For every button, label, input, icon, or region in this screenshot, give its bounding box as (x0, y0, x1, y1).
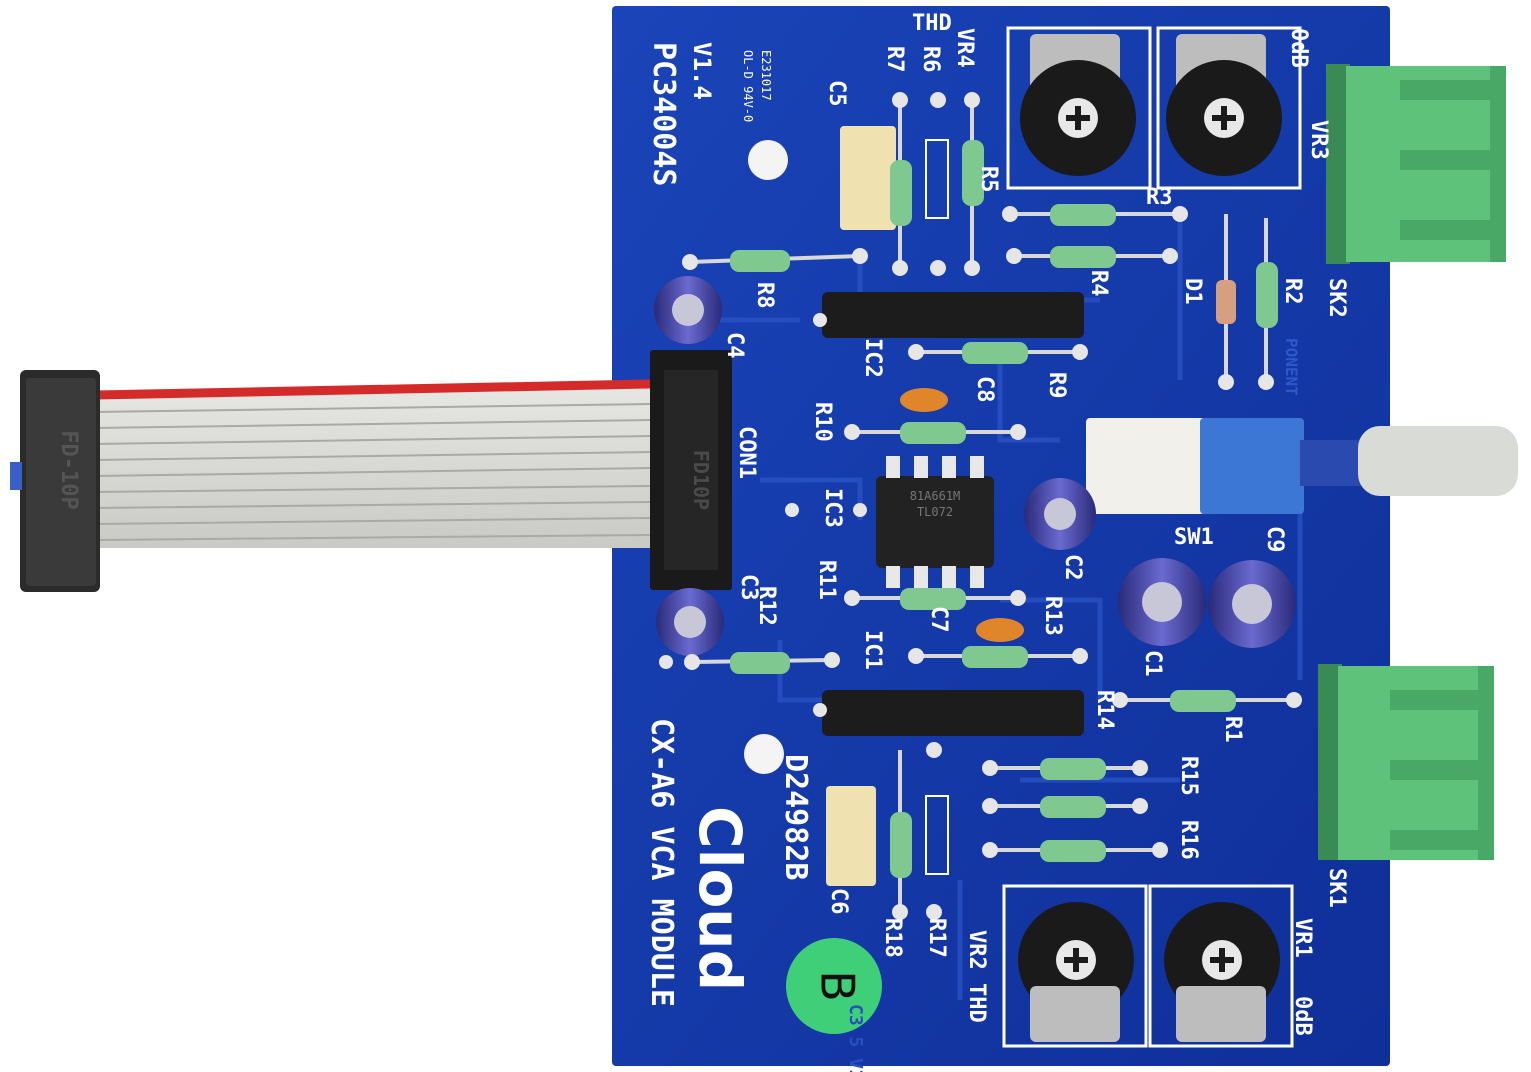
board-version: V1.4 (688, 42, 716, 100)
label-c8: C8 (972, 376, 997, 403)
plug-label: FD-10P (56, 430, 81, 509)
board-serial: D24982B (778, 754, 813, 880)
ic3-marking-2: TL072 (917, 505, 953, 519)
ceramic-capacitor-c8 (900, 388, 948, 412)
footprint-r6 (925, 139, 949, 219)
label-r14: R14 (1092, 690, 1117, 730)
ic2-chip (822, 292, 1084, 338)
board-title: CX-A6 VCA MODULE (644, 718, 679, 1007)
label-vr3: VR3 (1306, 120, 1331, 160)
ribbon-cable (94, 379, 651, 548)
label-r7: R7 (882, 46, 907, 73)
label-c9: C9 (1262, 526, 1287, 553)
brand-logo-text: Cloud (686, 806, 754, 991)
label-c6: C6 (826, 888, 851, 915)
cert-line-2: OL-D 94V-0 (741, 50, 755, 122)
label-r10: R10 (810, 402, 835, 442)
footprint-r17 (925, 795, 949, 875)
idc-plug: FD-10P (10, 370, 100, 592)
label-sw1: SW1 (1174, 525, 1214, 550)
capacitor-c4 (654, 276, 722, 344)
marker-sticker (786, 938, 882, 1034)
mounting-hole-bottom (744, 734, 784, 774)
label-r15: R15 (1176, 756, 1201, 796)
trimmer-vr1 (1148, 884, 1294, 1048)
ic3-chip: 81A661M TL072 (876, 456, 994, 588)
label-r8: R8 (752, 282, 777, 309)
label-sk2: SK2 (1324, 278, 1349, 318)
marker-letter: B (811, 970, 865, 1002)
label-thd-top: THD (912, 11, 952, 36)
capacitor-c3 (656, 588, 724, 656)
film-capacitor-c6 (826, 786, 876, 886)
con1-header: FD10P (650, 350, 732, 590)
label-c7: C7 (926, 606, 951, 633)
bottom-mark: C3 5 V1 (845, 1004, 866, 1072)
label-d1: D1 (1180, 278, 1205, 305)
label-ic3: IC3 (820, 488, 845, 528)
label-vr4: VR4 (952, 28, 977, 68)
label-r6: R6 (918, 46, 943, 73)
label-ic1: IC1 (860, 630, 885, 670)
ic3-marking-1: 81A661M (910, 489, 961, 503)
cert-line-1: E231017 (759, 50, 773, 101)
terminal-block-sk2 (1326, 64, 1506, 264)
diode-d1 (1216, 280, 1236, 324)
capacitor-c2 (1024, 478, 1096, 550)
capacitor-c1 (1118, 558, 1206, 646)
label-ponent: PONENT (1282, 338, 1301, 396)
label-r1: R1 (1220, 716, 1245, 743)
pcb-board (612, 6, 1390, 1066)
label-c3: C3 (736, 574, 761, 601)
terminal-block-sk1 (1318, 664, 1494, 860)
label-r2: R2 (1280, 278, 1305, 305)
label-odb-bottom: 0dB (1290, 996, 1315, 1036)
mounting-hole-top (748, 140, 788, 180)
header-label: FD10P (689, 450, 713, 510)
label-c4: C4 (722, 332, 747, 359)
label-ic2: IC2 (860, 338, 885, 378)
board-part-number: PC34004S (646, 42, 681, 187)
capacitor-c9 (1208, 560, 1296, 648)
label-con1: CON1 (734, 426, 759, 479)
label-r18: R18 (880, 918, 905, 958)
trimmer-vr4 (1006, 26, 1152, 190)
label-r13: R13 (1040, 596, 1065, 636)
label-c2: C2 (1060, 554, 1085, 581)
label-c1: C1 (1140, 650, 1165, 677)
resistor-bodies (730, 140, 1278, 878)
ic1-chip (822, 690, 1084, 736)
label-r4: R4 (1086, 270, 1111, 297)
label-r12: R12 (754, 586, 779, 626)
label-sk1: SK1 (1324, 868, 1349, 908)
label-r5: R5 (976, 166, 1001, 193)
label-vr1: VR1 (1290, 918, 1315, 958)
trimmer-vr3 (1156, 26, 1302, 190)
label-r11: R11 (814, 560, 839, 600)
push-switch-sw1 (1086, 418, 1518, 514)
label-vr2-thd: VR2 THD (964, 930, 989, 1023)
label-odb-top: 0dB (1286, 28, 1311, 68)
film-capacitor-c5 (840, 126, 896, 230)
label-r3: R3 (1146, 185, 1173, 210)
label-r17: R17 (924, 918, 949, 958)
label-r16: R16 (1176, 820, 1201, 860)
label-r9: R9 (1044, 372, 1069, 399)
label-c5: C5 (824, 80, 849, 107)
component-labels: THD VR4 0dB VR3 R7 R6 R5 C5 R3 R4 R8 D1 … (722, 11, 1349, 1036)
ceramic-capacitor-c7 (976, 618, 1024, 642)
solder-pads (659, 92, 1302, 920)
trimmer-vr2 (1002, 884, 1148, 1048)
